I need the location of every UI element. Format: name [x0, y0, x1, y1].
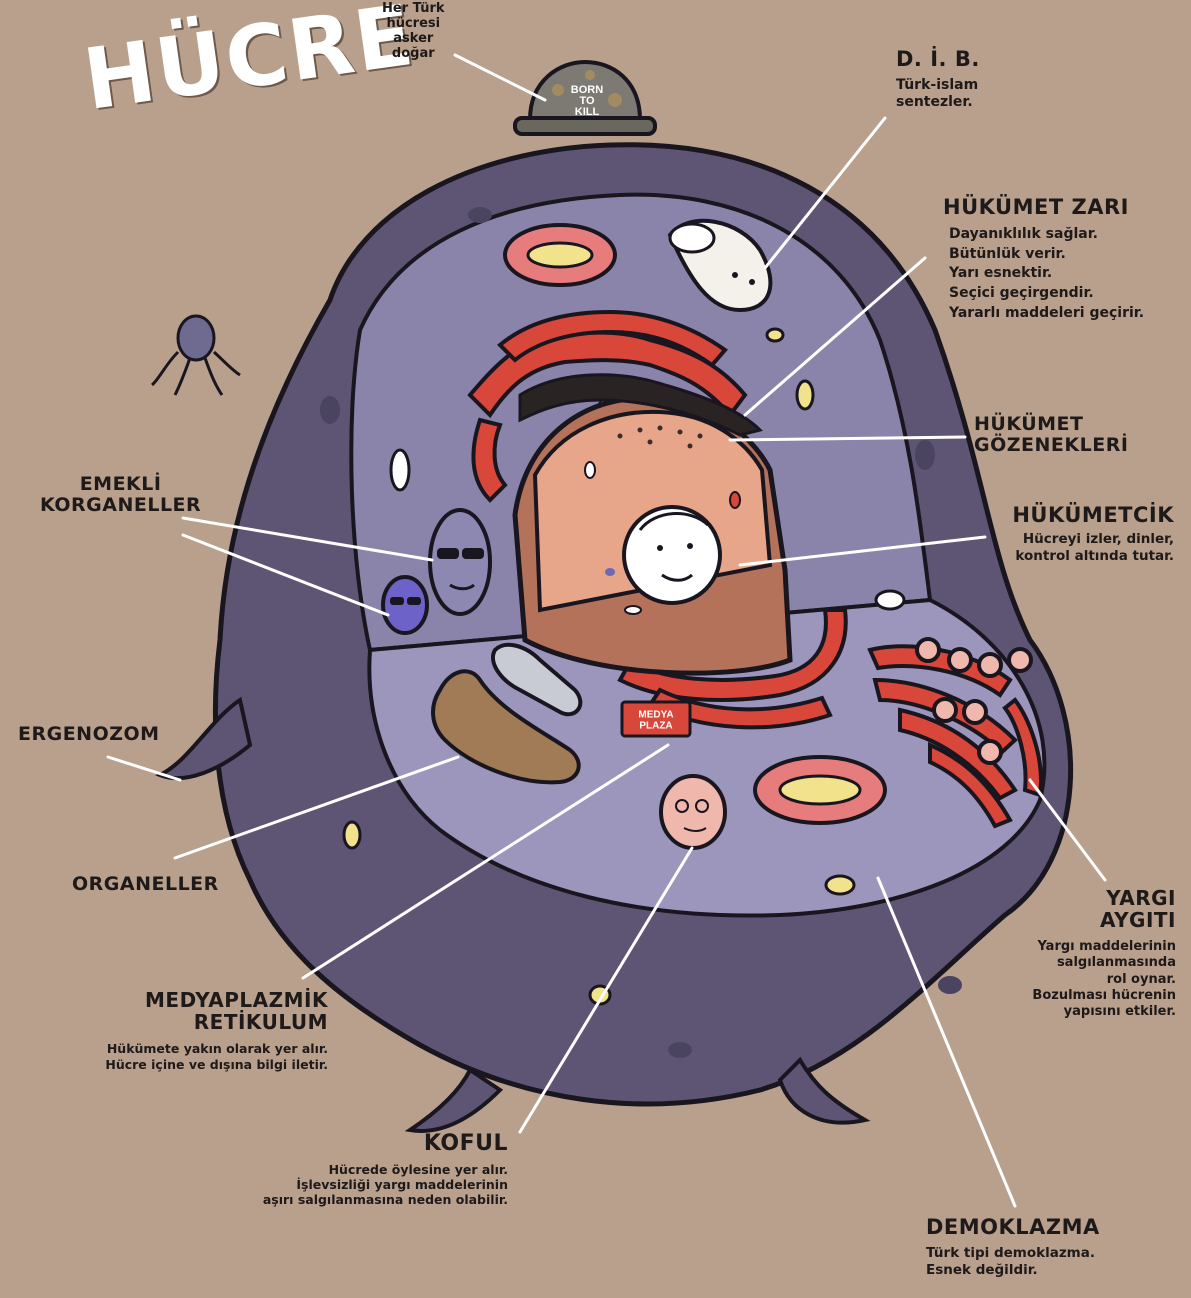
emekli-organelle-small: [383, 577, 427, 633]
hukumetcik-title: HÜKÜMETCİK: [946, 504, 1174, 527]
mitochondria-bottom: [755, 757, 885, 823]
line-asker: [455, 55, 545, 100]
label-ergenozom: ERGENOZOM: [18, 724, 160, 745]
label-asker: Her Türk hücresi asker doğar: [382, 2, 445, 62]
label-organeller: ORGANELLER: [72, 874, 219, 895]
label-dib: D. İ. B. Türk-islam sentezler.: [896, 48, 980, 112]
koful-title: KOFUL: [208, 1132, 508, 1156]
label-zar: HÜKÜMET ZARI Dayanıklılık sağlar. Bütünl…: [943, 196, 1144, 324]
label-demoklazma: DEMOKLAZMA Türk tipi demoklazma. Esnek d…: [926, 1216, 1100, 1280]
mitochondria-top: [505, 225, 615, 285]
koful-organelle: [661, 776, 725, 848]
label-gozenek: HÜKÜMET GÖZENEKLERİ: [974, 414, 1128, 455]
tendril-bottom-left: [410, 1070, 500, 1131]
demoklazma-title: DEMOKLAZMA: [926, 1216, 1100, 1239]
svg-text:MEDYAPLAZA: MEDYAPLAZA: [638, 710, 673, 732]
media-plaza-sign: MEDYAPLAZA: [622, 702, 690, 736]
label-yargi: YARGI AYGITI Yargı maddelerinin salgılan…: [990, 888, 1176, 1020]
emekli-organelle-large: [430, 510, 490, 614]
floating-organelle: [152, 316, 240, 395]
dib-title: D. İ. B.: [896, 48, 980, 71]
label-emekli: EMEKLİ KORGANELLER: [40, 474, 201, 515]
label-koful: KOFUL Hücrede öylesine yer alır. İşlevsi…: [208, 1132, 508, 1207]
helmet: BORNTOKILL: [515, 62, 655, 134]
label-hukumetcik: HÜKÜMETCİK Hücreyi izler, dinler, kontro…: [946, 504, 1174, 564]
zar-title: HÜKÜMET ZARI: [943, 196, 1144, 219]
label-medya: MEDYAPLAZMİK RETİKULUM Hükümete yakın ol…: [60, 990, 328, 1072]
tendril-bottom: [780, 1060, 865, 1123]
